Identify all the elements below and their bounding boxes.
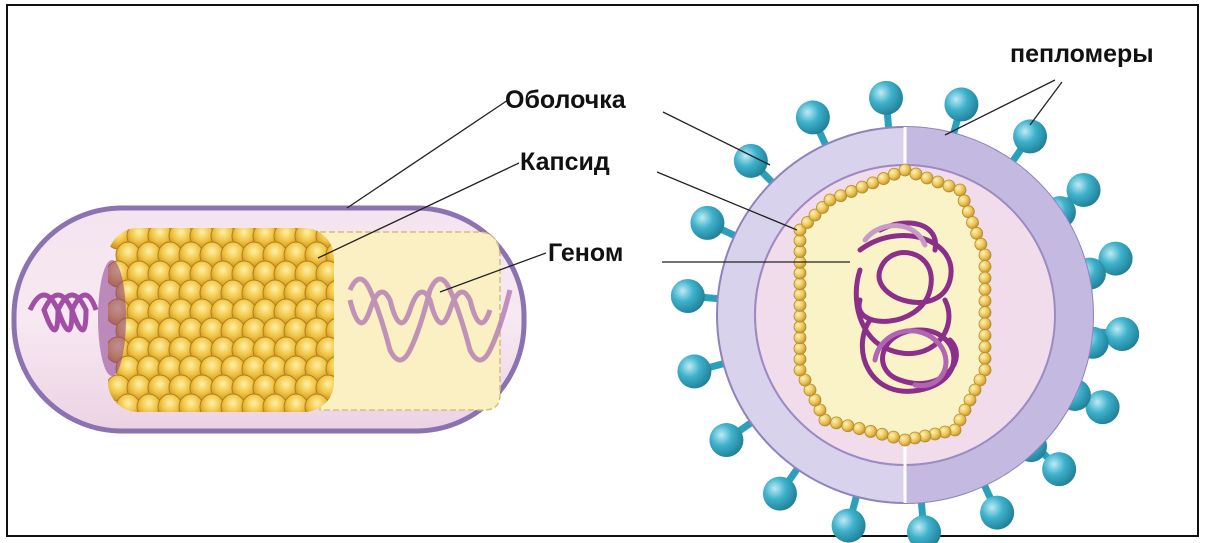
envelope-label: Оболочка (505, 88, 626, 113)
capsid-bead (979, 261, 991, 273)
capsid-bead (888, 168, 900, 180)
rod-core (320, 232, 500, 410)
capsid-bead (979, 249, 991, 261)
capsid-bead (979, 295, 991, 307)
peplomer-head (709, 423, 743, 457)
capsid-bead (979, 318, 991, 330)
capsid-bead (794, 299, 806, 311)
capsid-bead (853, 423, 865, 435)
peplomer-head (671, 279, 705, 313)
capsid-bead (867, 177, 879, 189)
rod-virus (14, 208, 524, 431)
capsid-bead (794, 278, 806, 290)
capsid-bead (899, 164, 911, 176)
capsid-bead (794, 246, 806, 258)
peplomer-head (1105, 317, 1139, 351)
peplomer-head (796, 100, 830, 134)
peplomer-head (980, 496, 1014, 530)
capsid-bead (824, 194, 836, 206)
capsid-bead (794, 353, 806, 365)
capsid-bead (979, 353, 991, 365)
capsid-bead (921, 172, 933, 184)
capsid-bead (910, 168, 922, 180)
capsid-bead (962, 206, 974, 218)
capsid-bead (954, 184, 966, 196)
peplomer-head (763, 477, 797, 511)
capsid-bead (888, 431, 900, 443)
capsid-bead (830, 417, 842, 429)
capsid-bead (979, 284, 991, 296)
peplomer-head (690, 206, 724, 240)
capsid-bead (794, 321, 806, 333)
capsid-label: Капсид (520, 150, 610, 175)
rod-capsid (106, 223, 350, 420)
peplomer-head (907, 515, 941, 543)
capsid-bead (794, 342, 806, 354)
capsid-bead (878, 173, 890, 185)
envelope-leader-right (663, 112, 770, 165)
genome-label: Геном (548, 241, 623, 266)
capsid-bead (835, 190, 847, 202)
capsid-bead (794, 289, 806, 301)
capsid-bead (971, 227, 983, 239)
capsid-bead (975, 238, 987, 250)
capsid-bead (794, 332, 806, 344)
capsid-bead (845, 185, 857, 197)
peplomer-leader-2 (1030, 82, 1062, 125)
capsid-bead (979, 307, 991, 319)
rod-capsid-end (98, 260, 126, 376)
peplomer-head (1042, 452, 1076, 486)
capsid-bead (979, 272, 991, 284)
capsid-bead (979, 330, 991, 342)
capsid-bead (794, 310, 806, 322)
capsid-bead (794, 364, 806, 376)
capsid-bead (856, 181, 868, 193)
capsid-bead (899, 434, 911, 446)
capsid-bead (958, 195, 970, 207)
peplomer-head (869, 81, 903, 115)
capsid-bead (842, 420, 854, 432)
capsid-bead (794, 267, 806, 279)
peplomer-head (832, 509, 866, 543)
peplomer-head (677, 354, 711, 388)
capsid-bead (979, 341, 991, 353)
peplomers-label: пепломеры (1010, 42, 1154, 67)
capsid-bead (943, 180, 955, 192)
envelope-leader-left (347, 100, 508, 208)
capsid-bead (865, 425, 877, 437)
capsid-bead (932, 176, 944, 188)
capsid-bead (876, 428, 888, 440)
capsid-bead (967, 217, 979, 229)
capsid-bead (794, 235, 806, 247)
peplomer-head (944, 87, 978, 121)
